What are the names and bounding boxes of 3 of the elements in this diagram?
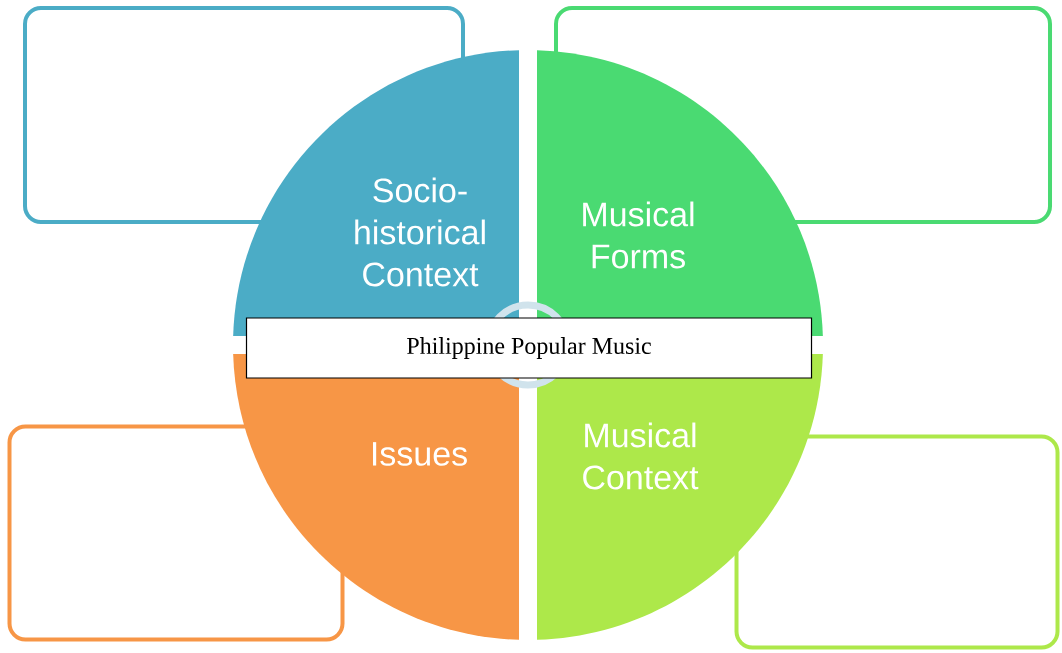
quadrant: Socio-historical Context xyxy=(233,50,519,336)
title-box: Philippine Popular Music xyxy=(245,317,813,379)
quadrant: Musical Forms xyxy=(537,50,823,336)
